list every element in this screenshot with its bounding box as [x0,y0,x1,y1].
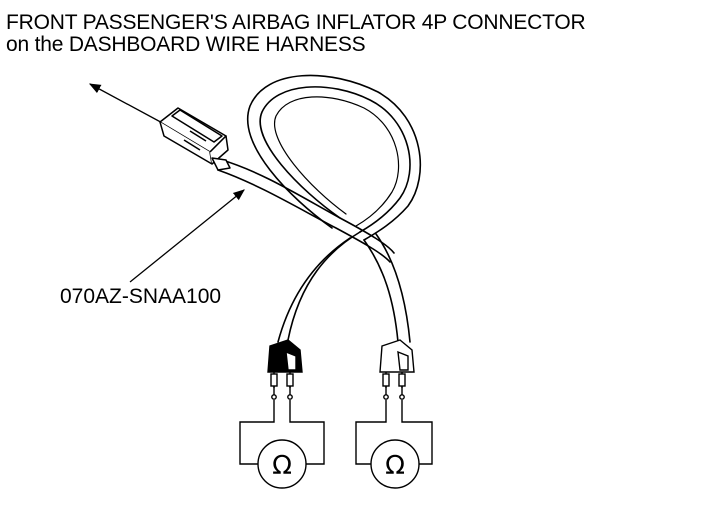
part-number-label: 070AZ-SNAA100 [60,285,222,308]
white-test-lead-icon [379,339,415,400]
diagram-title: FRONT PASSENGER'S AIRBAG INFLATOR 4P CON… [6,11,586,56]
ohm-symbol-left: Ω [272,451,292,481]
title-line-1: FRONT PASSENGER'S AIRBAG INFLATOR 4P CON… [6,11,586,34]
part-number-leader-arrow [129,189,245,283]
ohmmeter-right [355,400,433,489]
title-leader-arrow [88,83,169,127]
ohmmeter-icon [257,439,307,489]
harness-cable [217,74,422,343]
black-test-lead-icon [267,339,303,400]
ohm-symbol-right: Ω [385,451,405,481]
ohmmeter-icon [370,439,420,489]
title-line-2: on the DASHBOARD WIRE HARNESS [6,33,366,56]
4p-connector-icon [159,107,231,171]
ohmmeter-left [239,400,325,489]
